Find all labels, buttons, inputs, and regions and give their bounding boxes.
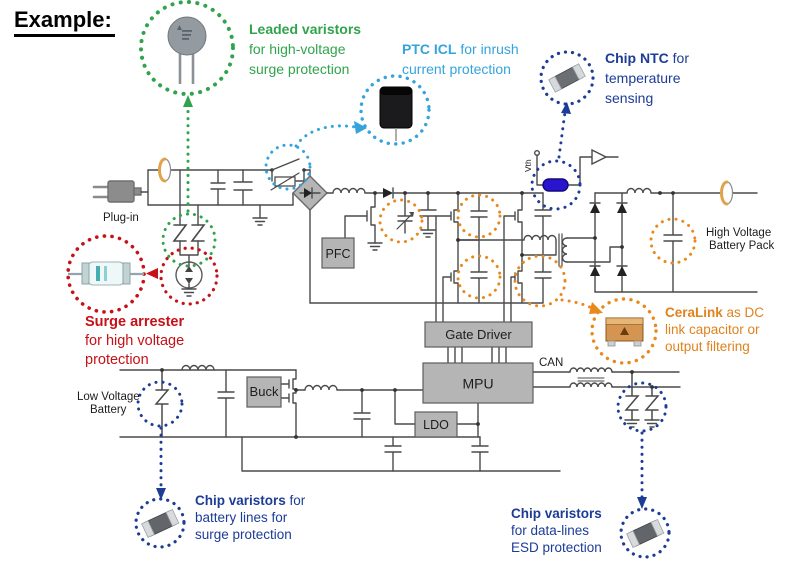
lv-battery-label-line2: Battery: [90, 404, 127, 416]
callout-surge-arrester: Surge arrester for high voltage protecti…: [85, 314, 185, 368]
lv-varistor-highlight-circle: [136, 380, 184, 428]
ceralink-icon: [605, 317, 644, 347]
leaded-varistor-highlight-circle: [139, 0, 235, 96]
gate-driver-block: [424, 321, 533, 348]
ptc-icl-icon: [379, 86, 413, 141]
relay-highlight-circle: [264, 143, 312, 191]
can-varistor-highlight-circle: [616, 381, 668, 433]
ground-symbol: [252, 217, 268, 226]
ceralink-circuit-circle-3: [456, 254, 502, 300]
buck-block: [246, 376, 282, 408]
transformer-icon: [457, 233, 623, 267]
input-varistors: [172, 169, 206, 263]
output-rectifier: [589, 192, 628, 293]
callout-ceralink: CeraLink as DC link capacitor or output …: [665, 305, 765, 354]
lv-varistor-symbol: [154, 369, 170, 438]
lv-battery-label-line1: Low Voltage: [77, 391, 140, 403]
pfc-block: [321, 237, 355, 269]
surge-arrester-icon: [68, 261, 144, 286]
vth-label: Vth: [523, 159, 533, 172]
pfc-label: PFC: [326, 247, 351, 261]
gas-discharge-tube-symbol: [175, 261, 203, 297]
page-title: Example:: [14, 7, 115, 37]
callout-leaded-varistors: Leaded varistors for high-voltage surge …: [249, 21, 362, 77]
can-varistors: [624, 371, 660, 428]
callout-chip-ntc: Chip NTC for temperature sensing: [605, 50, 689, 106]
input-varistor-highlight-circle: [161, 212, 217, 268]
relay-ptc-symbol: [270, 158, 306, 191]
mpu-label: MPU: [462, 376, 493, 392]
plug-in-connector-icon: [92, 180, 142, 203]
output-current-sensor-icon: [720, 180, 734, 206]
can-label: CAN: [539, 357, 563, 369]
callout-chip-varistors-data: Chip varistors for data-lines ESD protec…: [511, 506, 602, 555]
callout-chip-varistors-battery: Chip varistors for battery lines for sur…: [195, 493, 306, 542]
circuit-wiring: [92, 148, 758, 472]
chip-varistor-data-photo-circle: [619, 507, 671, 559]
ldo-label: LDO: [423, 418, 449, 432]
chip-varistor-battery-icon: [141, 508, 180, 538]
mpu-block: [422, 362, 534, 404]
ntc-component-icon: [542, 178, 569, 192]
chip-varistor-data-icon: [626, 518, 665, 548]
ceralink-circuit-circle-4: [513, 254, 567, 308]
function-blocks: [246, 237, 534, 438]
ceralink-circuit-circle-2: [456, 193, 502, 239]
gate-driver-label: Gate Driver: [445, 327, 512, 342]
ceralink-photo-circle: [590, 297, 658, 365]
highlight-overlays: [66, 0, 697, 559]
chip-ntc-highlight-circle: [539, 50, 595, 106]
buck-label: Buck: [250, 384, 279, 399]
component-photos: [68, 16, 665, 548]
plug-in-label: Plug-in: [103, 212, 139, 224]
ptc-icl-highlight-circle: [359, 74, 431, 146]
leaded-varistor-icon: [167, 16, 207, 84]
bridge-rectifier-icon: [292, 169, 328, 304]
junction-dots: [160, 191, 675, 439]
chip-ntc-icon: [548, 63, 586, 93]
callout-ptc-icl: PTC ICL for inrush current protection: [402, 41, 519, 77]
hv-battery-label-line1: High Voltage: [706, 227, 771, 239]
current-sensor-icon: [158, 157, 172, 183]
ceralink-circuit-circle-1: [378, 198, 424, 244]
schematic-labels: Plug-in High Voltage Battery Pack Low Vo…: [77, 159, 774, 432]
ldo-block: [414, 411, 458, 438]
ntc-circuit-highlight-circle: [530, 159, 582, 211]
output-cap-highlight-circle: [649, 217, 697, 265]
hv-battery-label-line2: Battery Pack: [709, 240, 774, 252]
chip-varistor-battery-photo-circle: [134, 497, 186, 549]
gdt-highlight-circle: [159, 246, 219, 306]
ntc-sense-circuit: [534, 148, 619, 192]
